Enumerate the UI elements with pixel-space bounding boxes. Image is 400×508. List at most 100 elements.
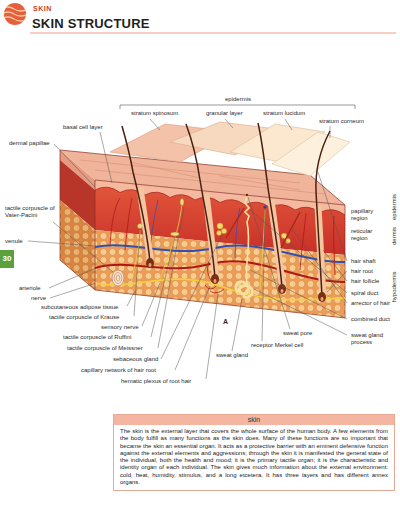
part-label: subcutaneous adipose tissue (40, 304, 119, 311)
leader-lines (53, 222, 113, 272)
epidermis-bracket (120, 105, 355, 109)
part-label: sweat gland (215, 352, 249, 359)
sensory-corpuscles (171, 232, 180, 236)
nerves (95, 279, 345, 300)
leader-lines (318, 172, 347, 261)
panel-body: The skin is the external layer that cove… (114, 425, 394, 490)
part-label: tactile corpuscle of Krause (48, 314, 120, 321)
hairs (186, 124, 215, 278)
sensory-corpuscles (180, 199, 184, 206)
region-label: papillary region (350, 208, 388, 222)
part-label: stratum corneum (318, 118, 365, 125)
bracket-label: epidermis (224, 96, 252, 103)
header-icon (2, 7, 28, 11)
part-label: hair root (350, 268, 392, 275)
skin-block (220, 176, 300, 190)
leader-lines (150, 119, 160, 130)
layer-label: epidermis (391, 193, 398, 221)
part-label: combined duct (350, 316, 392, 323)
epidermis-bracket (120, 105, 355, 109)
part-label: hair shaft (350, 258, 392, 265)
leader-lines (127, 291, 135, 306)
part-label: arrector of hair (350, 300, 392, 307)
hairs (149, 263, 152, 267)
leader-lines (250, 210, 347, 293)
sweat-gland (236, 282, 252, 297)
region-label: reticular region (350, 228, 388, 242)
hairs (217, 223, 223, 229)
hairs (221, 228, 226, 233)
part-label: hair follicle (350, 278, 392, 285)
text-panel: skinThe skin is the external layer that … (113, 414, 395, 491)
leader-lines (250, 270, 347, 319)
header-icon (2, 3, 396, 33)
part-label: arteriole (18, 285, 42, 292)
leader-lines (142, 283, 160, 326)
part-label: dermal papillae (8, 140, 51, 147)
hairs (321, 297, 324, 301)
part-label: stratum spinosum (130, 110, 179, 117)
hairs (316, 131, 330, 296)
skin-block (60, 150, 345, 318)
nerves (95, 204, 345, 300)
part-label: hematic plexus of root hair (120, 378, 192, 385)
leader-lines (232, 299, 242, 351)
part-label: nerve (30, 295, 47, 302)
part-label: tactile corpuscle of Meissner (66, 345, 144, 352)
leader-lines (323, 250, 347, 281)
section-label: SKIN (32, 5, 53, 13)
callout-letter: A (222, 318, 229, 326)
header-icon (2, 7, 28, 21)
panel-heading: skin (114, 415, 394, 425)
leader-lines (28, 119, 347, 379)
leader-lines (54, 144, 95, 187)
hairs (217, 223, 291, 243)
part-label: spiral duct (350, 290, 392, 297)
leader-lines (225, 119, 233, 128)
page-number: 30 (0, 250, 14, 268)
hairs (146, 258, 326, 302)
sensory-corpuscles (112, 270, 124, 286)
skin-block (130, 162, 200, 178)
part-label: venule (4, 238, 24, 245)
part-label: sensory nerve (100, 324, 140, 331)
nerves (130, 230, 140, 287)
hairs (318, 292, 326, 302)
part-label: sweat gland process (350, 332, 392, 346)
leader-lines (28, 241, 96, 246)
hairs (214, 279, 217, 283)
leader-lines (285, 119, 292, 130)
leader-lines (262, 210, 265, 341)
header-icon (2, 12, 28, 16)
part-label: receptor Merkel cell (250, 342, 304, 349)
part-label: basal cell layer (62, 124, 104, 131)
part-label: tactile corpuscle of Ruffini (62, 334, 132, 341)
skin-block (60, 200, 95, 290)
part-label: sweat pore (282, 330, 313, 337)
header-icon (30, 33, 396, 34)
part-label: granular layer (205, 110, 244, 117)
leader-lines (327, 271, 347, 292)
skin-block (95, 230, 345, 318)
sweat-gland (245, 196, 249, 284)
leader-lines (175, 286, 210, 370)
hairs (278, 284, 286, 294)
skin-block (60, 150, 345, 318)
part-label: stratum lucidum (262, 110, 306, 117)
sensory-corpuscles (116, 275, 120, 281)
nerves (160, 204, 182, 281)
sensory-corpuscles (263, 205, 266, 208)
blood-vessels (110, 198, 132, 250)
leader-lines (206, 294, 218, 379)
header-icon (2, 17, 28, 21)
epidermis-layers (272, 132, 350, 176)
leader-lines (49, 268, 96, 288)
hairs (258, 123, 282, 288)
sensory-corpuscles (112, 199, 267, 287)
blood-vessels (150, 200, 240, 258)
leader-lines (330, 126, 331, 138)
blood-vessels (95, 261, 345, 282)
hairs (122, 123, 330, 302)
hairs (281, 289, 284, 293)
sweat-gland (246, 194, 248, 196)
